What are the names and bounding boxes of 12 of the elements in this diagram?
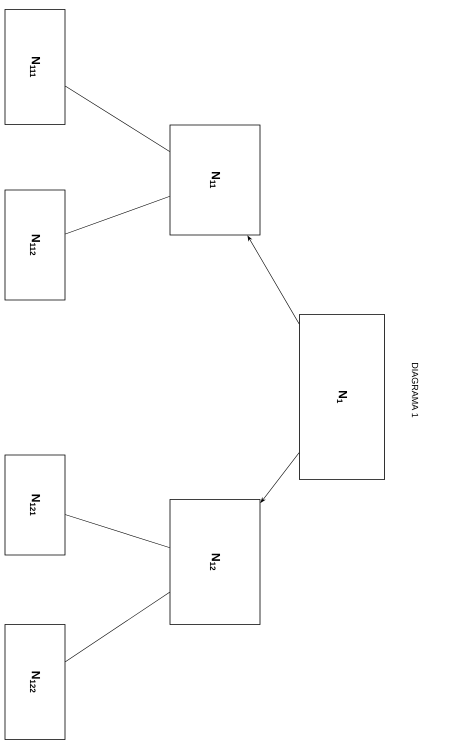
node-box: N$_{1}$ [299,314,385,480]
connector [65,514,170,548]
connector [65,592,170,662]
title: DIAGRAMA 1 [412,362,418,418]
node-box: N$_{112}$ [4,190,66,300]
node-box: N$_{11}$ [170,124,260,236]
connector [65,196,170,234]
node-box: N$_{122}$ [4,624,66,740]
node-box: N$_{111}$ [4,9,66,125]
node-box: N$_{121}$ [4,454,66,556]
connector [65,86,170,152]
node-box: N$_{12}$ [170,499,260,625]
